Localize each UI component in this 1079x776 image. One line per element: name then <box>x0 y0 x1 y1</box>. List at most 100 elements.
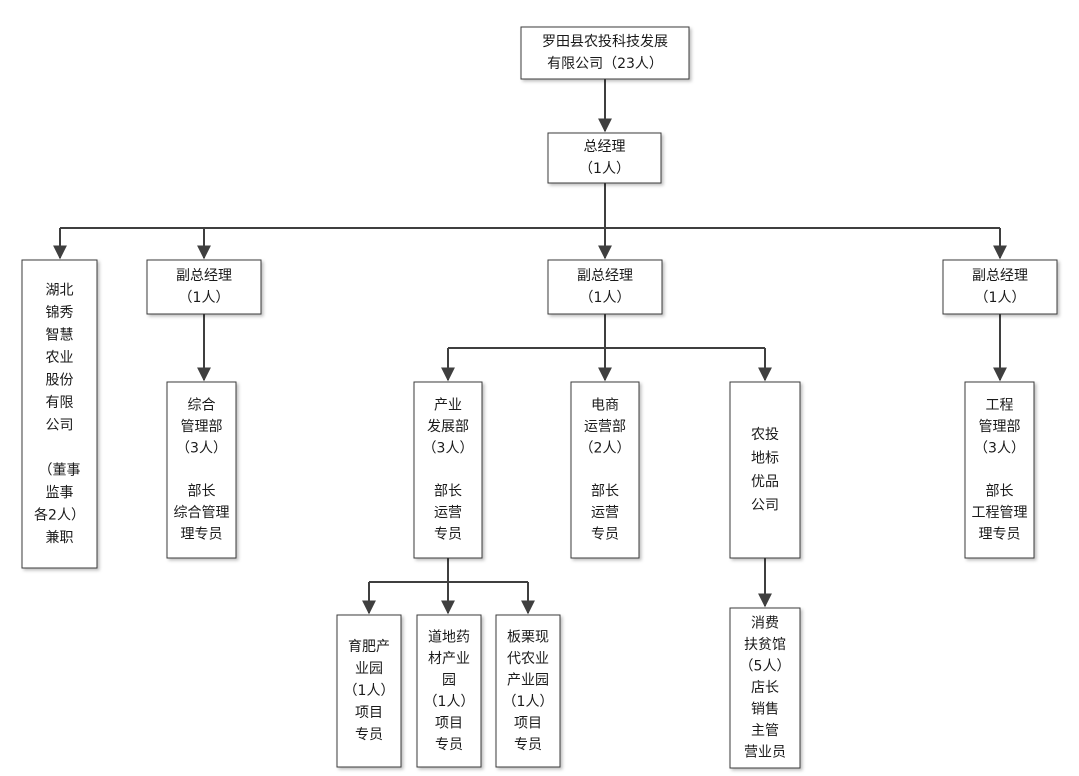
node-label-line: 项目 <box>514 715 542 731</box>
node-label-line: （董事 <box>39 462 81 478</box>
node-label-line: 优品 <box>751 474 779 490</box>
node-label-line: 项目 <box>355 705 383 721</box>
node-label-line: 管理部 <box>979 419 1021 435</box>
node-vp-center: 副总经理 （1人） <box>547 259 663 315</box>
node-label-line: （1人） <box>344 683 395 699</box>
node-label-line: 营业员 <box>744 745 786 761</box>
node-label-line: （3人） <box>176 441 227 457</box>
node-label-line: 代农业 <box>507 651 549 667</box>
node-box <box>729 381 801 559</box>
node-label-line: （1人） <box>424 694 475 710</box>
node-box <box>336 614 402 768</box>
node-label-line: 材产业 <box>428 651 470 667</box>
node-box <box>146 259 262 315</box>
node-label-line: 板栗现 <box>507 629 549 645</box>
node-label-line: 产业 <box>434 398 462 414</box>
node-label-line: 副总经理 <box>176 268 232 284</box>
node-vp-left: 副总经理 （1人） <box>146 259 262 315</box>
node-box <box>520 26 690 80</box>
node-box <box>729 607 801 769</box>
node-label-line: 运营部 <box>584 419 626 435</box>
node-label-line: 部长 <box>986 484 1014 500</box>
node-box <box>547 259 663 315</box>
node-label-line: 公司 <box>751 497 779 513</box>
node-label-line: 店长 <box>751 680 779 696</box>
node-label-line: 智慧 <box>46 327 74 343</box>
node-label-line: 农投 <box>751 427 779 443</box>
edge-gm-bus <box>60 183 1000 229</box>
node-box <box>166 381 237 559</box>
node-box <box>570 381 640 559</box>
node-label-line: 有限公司（23人） <box>547 56 663 72</box>
edge-vp-center-bus <box>448 314 765 349</box>
node-label-line: 电商 <box>591 398 619 414</box>
node-label-line: 道地药 <box>428 629 470 645</box>
node-label-line: 产业园 <box>507 672 549 688</box>
node-label-line: 专员 <box>355 727 383 743</box>
node-box <box>964 381 1035 559</box>
node-label-line: 公司 <box>46 417 74 433</box>
node-box <box>547 132 662 184</box>
node-label-line: 销售 <box>751 702 779 718</box>
node-label-line: 湖北 <box>46 282 74 298</box>
node-label-line: 监事 <box>46 485 74 501</box>
node-label-line: 理专员 <box>181 527 223 543</box>
node-label-line: （1人） <box>579 161 630 177</box>
node-label-line: 工程 <box>986 398 1014 414</box>
node-label-line: 副总经理 <box>972 268 1028 284</box>
node-label-line: 农业 <box>46 350 74 366</box>
node-vp-right: 副总经理 （1人） <box>942 259 1058 315</box>
node-label-line: （3人） <box>423 441 474 457</box>
node-label-line: （1人） <box>975 290 1026 306</box>
node-label-line: 发展部 <box>427 419 469 435</box>
node-label-line: 育肥产 <box>348 639 390 655</box>
node-label-line: 副总经理 <box>577 268 633 284</box>
node-label-line: 运营 <box>434 505 462 521</box>
node-label-line: 部长 <box>591 484 619 500</box>
node-label-line: 有限 <box>46 395 74 411</box>
node-label-line: 部长 <box>188 484 216 500</box>
node-label-line: 地标 <box>751 450 779 466</box>
node-label-line: （5人） <box>740 659 791 675</box>
node-label-line: 运营 <box>591 505 619 521</box>
node-label-line: 锦秀 <box>46 304 74 321</box>
node-label-line: 专员 <box>591 527 619 543</box>
node-label-line: （3人） <box>974 441 1025 457</box>
node-label-line: 专员 <box>514 737 542 753</box>
node-label-line: 消费 <box>751 616 779 632</box>
node-label-line: 罗田县农投科技发展 <box>542 34 668 50</box>
node-label-line: 股份 <box>46 372 74 388</box>
node-label-line: 综合管理 <box>174 505 230 521</box>
node-label-line: 总经理 <box>584 139 626 155</box>
node-box <box>21 259 98 569</box>
node-label-line: 主管 <box>751 723 779 739</box>
node-label-line: 综合 <box>188 398 216 414</box>
edge-industry-bus <box>369 558 528 583</box>
node-label-line: 专员 <box>434 527 462 543</box>
node-box <box>942 259 1058 315</box>
node-box <box>413 381 483 559</box>
node-label-line: 兼职 <box>46 530 74 546</box>
node-label-line: （1人） <box>580 290 631 306</box>
node-label-line: 理专员 <box>979 527 1021 543</box>
node-label-line: （2人） <box>580 441 631 457</box>
node-box <box>495 614 561 768</box>
node-label-line: 部长 <box>434 484 462 500</box>
node-label-line: 各2人） <box>34 507 85 523</box>
node-label-line: 工程管理 <box>972 505 1028 521</box>
node-gm: 总经理 （1人） <box>547 132 662 184</box>
node-label-line: （1人） <box>179 290 230 306</box>
node-label-line: （1人） <box>503 694 554 710</box>
node-label-line: 管理部 <box>181 419 223 435</box>
